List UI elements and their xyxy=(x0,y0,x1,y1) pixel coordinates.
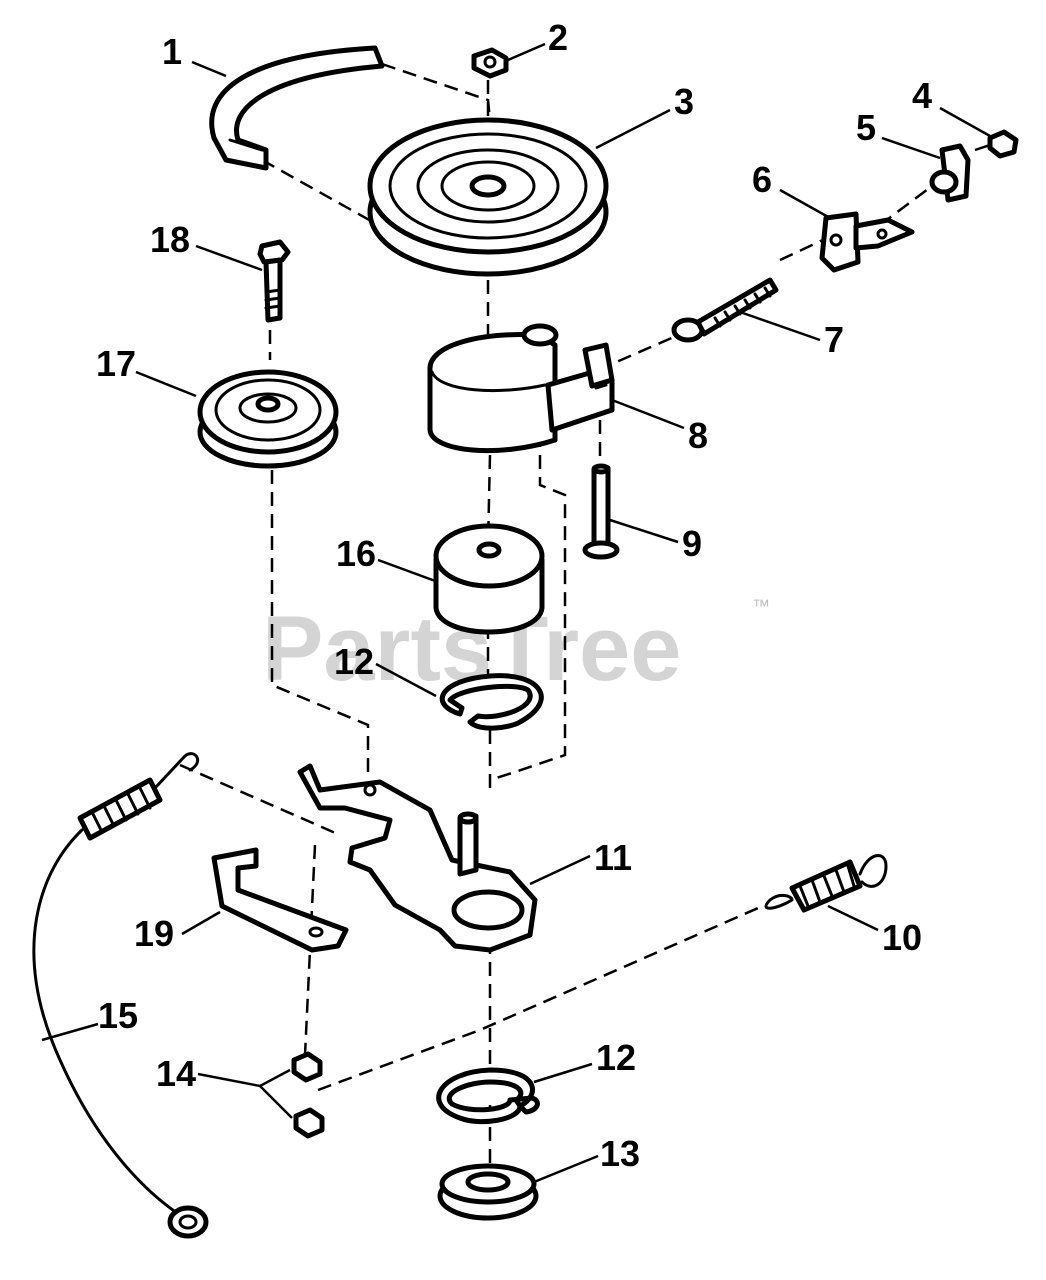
part-bracket-19 xyxy=(211,847,349,953)
watermark-trademark: ™ xyxy=(752,596,770,616)
part-pin xyxy=(582,463,620,560)
callout-3: 3 xyxy=(674,81,694,122)
callout-15: 15 xyxy=(98,995,138,1036)
callout-19: 19 xyxy=(134,913,174,954)
part-small-pulley xyxy=(197,369,339,469)
callout-13: 13 xyxy=(600,1133,640,1174)
part-cable xyxy=(32,752,209,1239)
callout-14: 14 xyxy=(156,1053,196,1094)
callout-1: 1 xyxy=(162,31,182,72)
part-nuts xyxy=(291,1051,325,1139)
part-retaining-ring-upper xyxy=(439,673,544,731)
callout-17: 17 xyxy=(96,343,136,384)
callout-4: 4 xyxy=(912,75,932,116)
leader-lines xyxy=(41,42,991,1184)
part-bracket xyxy=(819,211,915,273)
callout-9: 9 xyxy=(682,523,702,564)
callout-labels: 1 2 3 4 5 6 7 8 9 10 11 12 12 13 14 15 1… xyxy=(96,17,932,1174)
part-brake-band xyxy=(427,323,615,454)
part-eye-bolt xyxy=(671,277,779,343)
part-clutch-lever xyxy=(297,763,538,953)
part-nut-4 xyxy=(987,129,1019,159)
callout-18: 18 xyxy=(150,219,190,260)
callout-7: 7 xyxy=(824,319,844,360)
part-nut-2 xyxy=(471,47,509,79)
part-spacer-bushing xyxy=(433,523,545,635)
part-retaining-ring-lower xyxy=(436,1067,540,1125)
part-spacer-washer xyxy=(437,1163,539,1221)
callout-11: 11 xyxy=(594,837,632,878)
callout-16: 16 xyxy=(336,533,376,574)
callout-6: 6 xyxy=(752,159,772,200)
callout-2: 2 xyxy=(548,17,568,58)
callout-10: 10 xyxy=(882,917,922,958)
part-spring-10 xyxy=(764,854,888,913)
part-bushing xyxy=(929,143,971,203)
callout-8: 8 xyxy=(688,415,708,456)
part-large-pulley xyxy=(367,117,609,277)
part-belt-guide xyxy=(209,45,385,171)
callout-5: 5 xyxy=(856,107,876,148)
callout-12-upper: 12 xyxy=(334,641,374,682)
callout-12-lower: 12 xyxy=(596,1037,636,1078)
part-bolt xyxy=(257,239,291,323)
